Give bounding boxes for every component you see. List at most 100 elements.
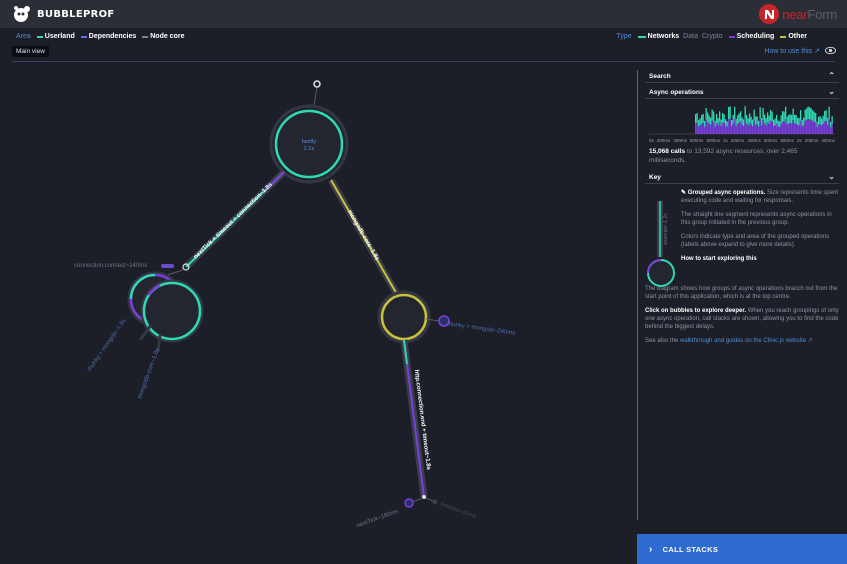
sparkline-bar-scheduling — [803, 125, 805, 134]
tick-label: 800ms — [780, 138, 794, 143]
edge-http-network — [403, 339, 408, 365]
sparkline-bar-scheduling — [774, 125, 776, 134]
area-filter-userland[interactable]: Userland — [36, 33, 75, 40]
thunky2-bubble[interactable] — [438, 315, 450, 327]
brand-near: near — [782, 6, 808, 22]
sparkline-bar-scheduling — [719, 121, 721, 134]
start-node[interactable] — [313, 80, 321, 88]
key-heading-text: Grouped async operations. — [687, 190, 766, 196]
sparkline-bar-scheduling — [747, 125, 749, 134]
type-filter-networks[interactable]: Networks — [637, 33, 679, 40]
root-bubble[interactable] — [274, 109, 344, 179]
sparkline-bar-scheduling — [750, 124, 752, 134]
bubbleprof-logo[interactable]: BUBBLEPROF — [12, 5, 115, 23]
sparkline-bar-scheduling — [801, 126, 803, 134]
sparkline-bar-network — [794, 114, 796, 124]
edge-mongocore-stub — [156, 334, 162, 353]
sparkline-bar-scheduling — [707, 122, 709, 134]
sparkline-bar-scheduling — [798, 125, 800, 134]
mongodb-bubble[interactable] — [380, 293, 428, 341]
sparkline-bar-network — [789, 114, 791, 124]
sparkline-bar-scheduling — [812, 120, 814, 134]
search-panel-header[interactable]: Search⌃ — [645, 70, 839, 83]
sparkline-bar-network — [798, 118, 800, 126]
area-label: Area — [16, 33, 31, 40]
sparkline-bar-network — [698, 120, 700, 127]
sparkline-bar-network — [746, 114, 748, 124]
edge-http[interactable] — [403, 339, 425, 498]
key-panel-header[interactable]: Key⌄ — [645, 171, 839, 184]
sparkline-bar-scheduling — [830, 127, 832, 134]
mongocore-bubble[interactable] — [142, 281, 202, 341]
sparkline-bar-network — [815, 113, 817, 123]
type-filters: Type Networks Data Crypto Scheduling Oth… — [616, 33, 807, 40]
tick-label: 2s — [796, 138, 802, 143]
tick-label: 200ms — [656, 138, 671, 143]
sparkline-bar-network — [806, 108, 808, 120]
type-filter-other[interactable]: Other — [780, 33, 807, 40]
key-paragraph-2: The straight line segment represents asy… — [681, 212, 832, 226]
sparkline-bar-network — [827, 117, 829, 126]
type-filter-crypto[interactable]: Crypto — [702, 33, 723, 40]
nexttick2-bubble[interactable] — [404, 498, 414, 508]
sparkline-bar-scheduling — [714, 126, 716, 134]
sparkline-bar-network — [777, 120, 779, 127]
tick-label: 200ms — [804, 138, 819, 143]
nearform-logo[interactable]: nearForm — [759, 4, 837, 24]
key-heading: ✎ Grouped async operations. — [681, 190, 765, 196]
calls-summary: 15,068 calls to 13,592 async resources, … — [645, 147, 839, 165]
connection-node[interactable] — [182, 263, 190, 271]
walkthrough-link[interactable]: walkthrough and guides on the Clinic.js … — [680, 338, 813, 344]
edge-mongodb[interactable] — [330, 179, 399, 297]
chevron-up-icon: ⌃ — [828, 71, 835, 80]
sparkline-bar-network — [728, 106, 730, 120]
sparkline-bar-network — [764, 114, 766, 124]
bubble-graph[interactable]: fastify 2.2s nextTick + timeout + connec… — [0, 62, 636, 564]
sparkline-bar-scheduling — [773, 126, 775, 134]
async-ops-header[interactable]: Async operations⌄ — [645, 86, 839, 99]
sparkline-bar-network — [782, 111, 784, 122]
sparkline-bar-scheduling — [732, 123, 734, 134]
sparkline-bar-scheduling — [785, 118, 787, 134]
area-filter-dependencies[interactable]: Dependencies — [80, 33, 136, 40]
call-stacks-button[interactable]: › CALL STACKS — [637, 534, 847, 564]
sparkline-bar-scheduling — [699, 125, 701, 134]
how-to-use-label: How to use this — [764, 48, 813, 55]
sparkline-bar-scheduling — [794, 123, 796, 134]
sparkline-bar-network — [780, 115, 782, 124]
userland-swatch — [36, 35, 43, 38]
sparkline-bar-network — [770, 109, 772, 121]
brand-form: Form — [807, 6, 837, 22]
key-description: ✎ Grouped async operations. Size represe… — [681, 189, 839, 269]
scheduling-swatch — [728, 35, 735, 38]
eye-icon[interactable] — [825, 45, 836, 56]
type-filter-scheduling[interactable]: Scheduling — [728, 33, 774, 40]
sidebar: Search⌃ Async operations⌄ 0s 200ms 400ms… — [645, 70, 839, 369]
async-ops-title: Async operations — [649, 89, 704, 96]
sparkline-bar-network — [747, 118, 749, 126]
sparkline-bar-network — [743, 119, 745, 126]
sparkline-bar-network — [710, 117, 712, 125]
main-view-breadcrumb[interactable]: Main view — [12, 46, 49, 57]
nexttick2-label: nextTick~180ms — [356, 509, 399, 530]
sparkline-bar-network — [756, 116, 758, 125]
type-filter-data[interactable]: Data — [683, 33, 698, 40]
pencil-icon: ✎ — [681, 190, 688, 196]
sparkline-bar-scheduling — [726, 126, 728, 134]
sparkline-bar-scheduling — [716, 123, 718, 134]
root-bubble-halo — [269, 104, 349, 184]
sparkline-bar-scheduling — [809, 119, 811, 134]
area-filter-node-core[interactable]: Node core — [142, 33, 184, 40]
sparkline-bar-scheduling — [746, 123, 748, 134]
sparkline-bar-scheduling — [755, 124, 757, 134]
tick-label: 1s — [722, 138, 728, 143]
sparkline-bar-network — [810, 108, 812, 120]
sparkline-bar-scheduling — [827, 125, 829, 134]
sparkline-bar-network — [771, 111, 773, 122]
sparkline-bar-network — [741, 117, 743, 125]
how-to-use-link[interactable]: How to use this ↗ — [764, 47, 820, 55]
timeout-bubble[interactable] — [432, 499, 438, 505]
sparkline-bar-scheduling — [815, 122, 817, 134]
sparkline-bar-scheduling — [780, 123, 782, 134]
async-ops-sparkline[interactable]: 0s 200ms 400ms 600ms 800ms 1s 200ms 400m… — [645, 101, 839, 143]
